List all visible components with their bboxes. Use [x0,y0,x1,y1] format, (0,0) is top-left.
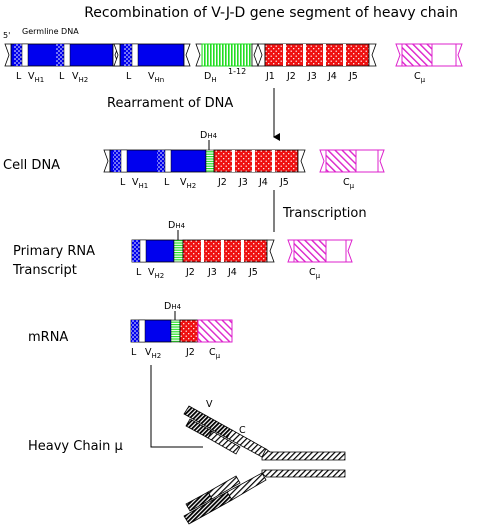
primary-rna-label-line1: Primary RNA [13,244,95,259]
germline-c-label: Cμ [414,71,426,84]
cell-dna-v1-label: VH1 [132,177,148,190]
cell-dna-row: Cell DNA DH4 L VH1 L VH2 J2 J3 J4 J5 Cμ [3,130,385,190]
antibody-c-label: C [239,425,246,436]
mrna-label: mRNA [28,330,68,345]
germline-dna-label: Germline DNA [22,27,79,36]
germline-l1-label: L [16,71,22,82]
antibody-icon [183,405,346,525]
cell-dna-l2-label: L [164,177,170,188]
germline-j5-label: J5 [348,71,358,82]
primary-rna-j2-label: J2 [185,267,195,278]
mrna-c-label: Cμ [209,347,221,360]
cell-dna-l1-label: L [120,177,126,188]
primary-rna-l-label: L [136,267,142,278]
mrna-j2-label: J2 [185,347,195,358]
germline-l3-label: L [126,71,132,82]
diagram-title: Recombination of V-J-D gene segment of h… [84,5,458,21]
cell-dna-j2-label: J2 [217,177,227,188]
mrna-c-region [197,319,233,343]
germline-v2-label: VH2 [72,71,88,84]
cell-dna-v2-label: VH2 [180,177,196,190]
cell-dna-label: Cell DNA [3,158,60,173]
primary-rna-v-label: VH2 [148,267,164,280]
primary-rna-c-label: Cμ [309,267,321,280]
primary-rna-row: Primary RNA Transcript DH4 L VH2 J2 J3 J… [12,220,353,280]
cell-dna-j3-label: J3 [238,177,248,188]
germline-v-block-n [113,43,191,67]
primary-rna-j5-label: J5 [248,267,258,278]
germline-d-label: DH [204,71,217,84]
primary-rna-j-region [182,239,268,263]
mrna-row: mRNA DH4 L VH2 J2 Cμ [28,301,233,360]
mrna-l-label: L [131,347,137,358]
mrna-v-label: VH2 [145,347,161,360]
germline-c-block [395,43,463,67]
transcription-label: Transcription [282,206,367,221]
primary-rna-label-line2: Transcript [12,263,77,278]
germline-dna-row: 5' Germline DNA [3,27,463,84]
germline-d-block [195,43,259,67]
cell-dna-d-segment [205,149,215,173]
germline-j-block [257,43,377,67]
mrna-d-label: DH4 [164,301,182,312]
germline-vn-label: VHn [148,71,164,84]
germline-v1-label: VH1 [28,71,44,84]
heavy-chain-row: Heavy Chain μ V C [28,399,346,525]
five-prime-label: 5' [3,31,10,40]
mrna-j2-segment [179,319,199,343]
primary-rna-j3-label: J3 [207,267,217,278]
cell-dna-d-label: DH4 [200,130,218,141]
germline-j3-label: J3 [307,71,317,82]
cell-dna-j5-label: J5 [279,177,289,188]
cell-dna-j4-label: J4 [258,177,268,188]
germline-j2-label: J2 [286,71,296,82]
primary-rna-c-region [293,239,327,263]
cell-dna-c-label: Cμ [343,177,355,190]
germline-v-block-1 [4,43,120,67]
primary-rna-j4-label: J4 [227,267,237,278]
rearrangement-label: Rearrament of DNA [107,96,233,111]
germline-d-range-label: 1-12 [228,67,246,76]
germline-l2-label: L [59,71,65,82]
mrna-d-segment [170,319,181,343]
antibody-v-label: V [206,399,213,410]
germline-j4-label: J4 [327,71,337,82]
cell-dna-j-region [213,149,299,173]
primary-rna-d-segment [173,239,184,263]
germline-j1-label: J1 [265,71,275,82]
heavy-chain-label: Heavy Chain μ [28,439,123,454]
mrna-to-protein-line [150,365,203,448]
cell-dna-c-region [325,149,357,173]
primary-rna-d-label: DH4 [168,220,186,231]
